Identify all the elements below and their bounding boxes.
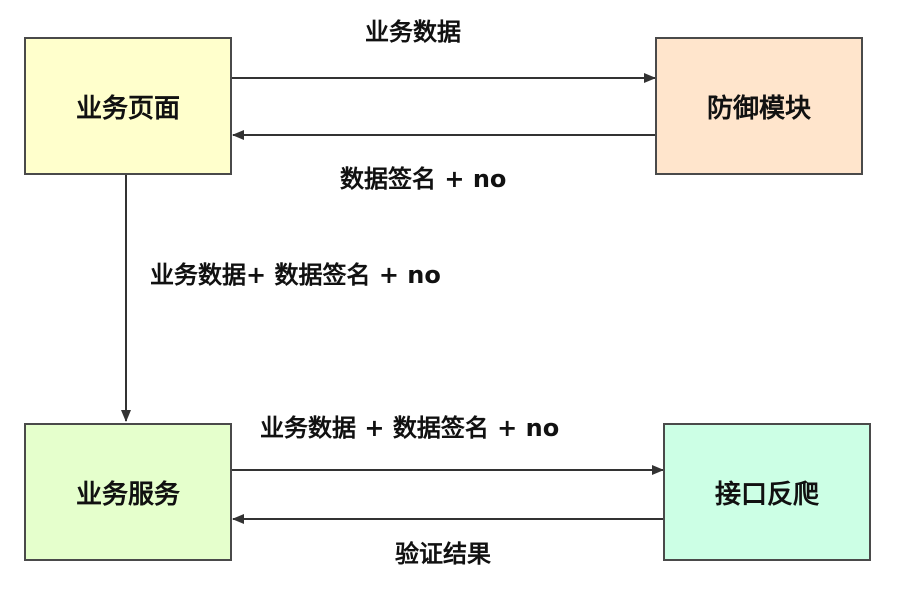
node-business-service-label: 业务服务 <box>75 479 180 510</box>
node-anti-crawler-label: 接口反爬 <box>714 479 819 510</box>
edge-label-anticrawler-to-service: 验证结果 <box>395 540 491 568</box>
edge-label-page-to-defense: 业务数据 <box>365 18 461 46</box>
node-business-page: 业务页面 <box>24 37 232 175</box>
edge-label-page-to-service: 业务数据+ 数据签名 + no <box>150 261 441 289</box>
node-business-service: 业务服务 <box>24 423 232 561</box>
node-business-page-label: 业务页面 <box>75 93 180 124</box>
node-anti-crawler: 接口反爬 <box>663 423 871 561</box>
edge-label-defense-to-page: 数据签名 + no <box>340 165 507 193</box>
node-defense-module-label: 防御模块 <box>706 93 811 124</box>
node-defense-module: 防御模块 <box>655 37 863 175</box>
edge-label-service-to-anticrawler: 业务数据 + 数据签名 + no <box>260 414 560 442</box>
